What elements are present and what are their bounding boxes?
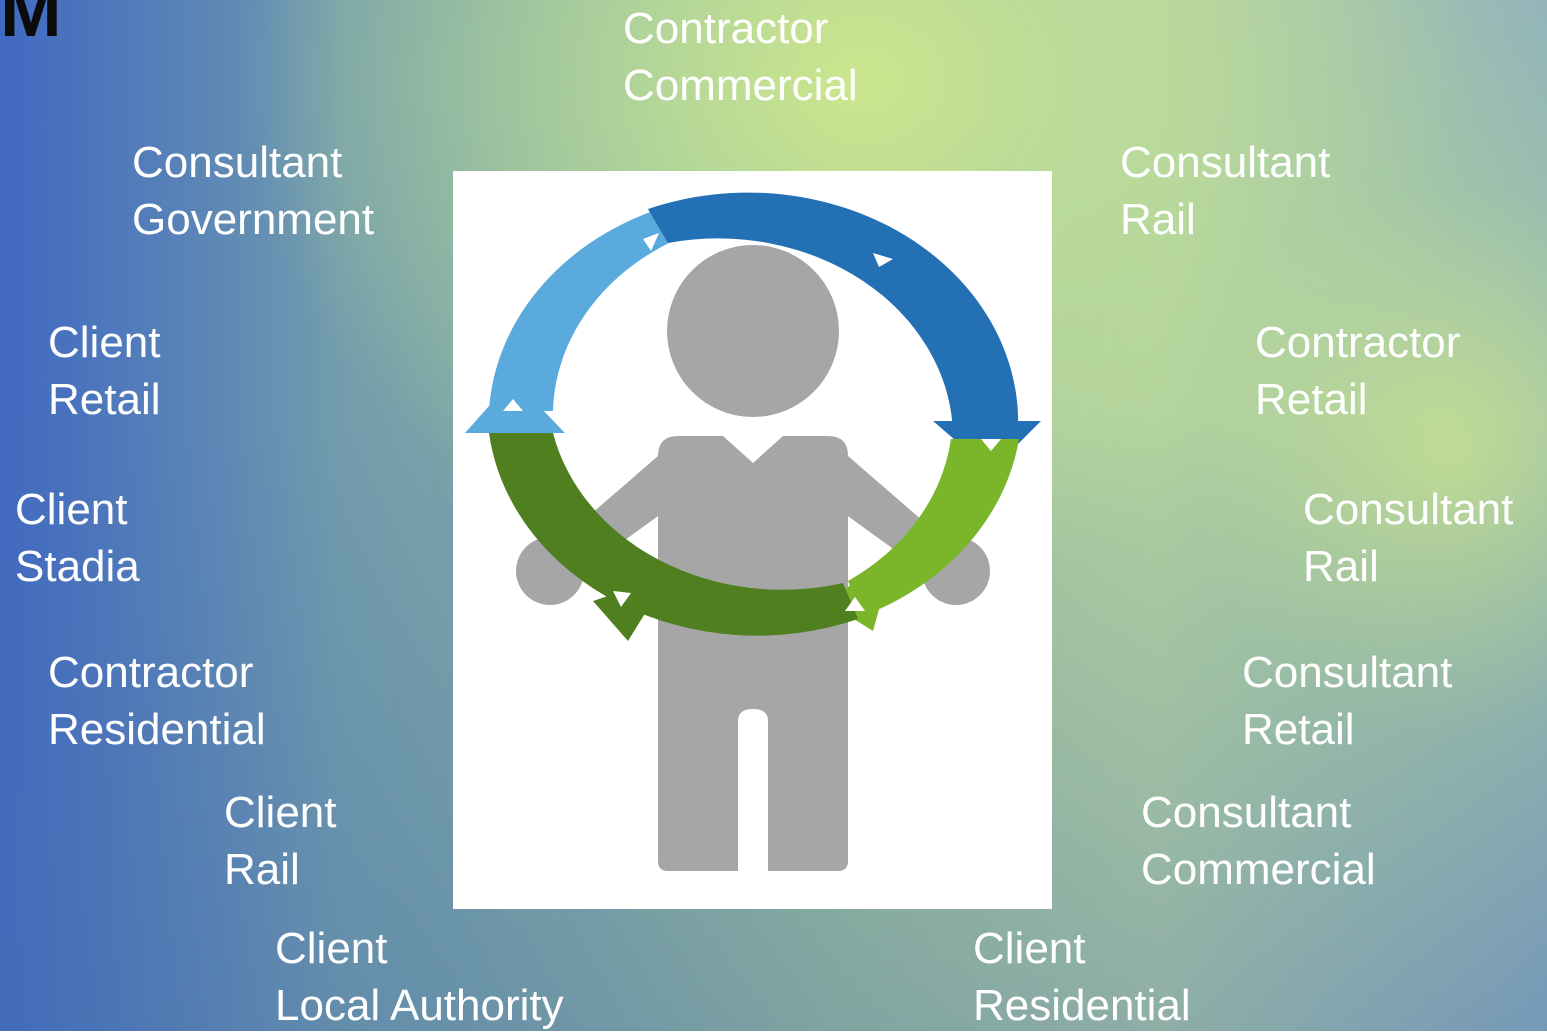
arc-blue-light-arrow bbox=[489, 211, 673, 411]
label-role: Client bbox=[973, 924, 1086, 973]
chevron-icon bbox=[503, 399, 523, 411]
cycle-arrows bbox=[465, 192, 1041, 641]
label-sector: Residential bbox=[973, 981, 1191, 1030]
arrowhead-icon bbox=[825, 559, 893, 631]
label-consultant-rail-top: Consultant Rail bbox=[1120, 134, 1330, 248]
arrowhead-icon bbox=[593, 576, 668, 641]
label-sector: Retail bbox=[1255, 375, 1368, 424]
person-cycle-illustration bbox=[453, 171, 1052, 909]
label-sector: Residential bbox=[48, 705, 266, 754]
label-contractor-retail: Contractor Retail bbox=[1255, 314, 1460, 428]
label-client-residential: Client Residential bbox=[973, 920, 1191, 1034]
label-consultant-government: Consultant Government bbox=[132, 134, 374, 248]
label-consultant-commercial: Consultant Commercial bbox=[1141, 784, 1376, 898]
label-role: Client bbox=[15, 485, 128, 534]
label-sector: Rail bbox=[224, 845, 300, 894]
label-sector: Local Authority bbox=[275, 981, 564, 1030]
arc-green-light-arrow bbox=[848, 439, 1019, 616]
label-sector: Rail bbox=[1303, 542, 1379, 591]
label-role: Consultant bbox=[1141, 788, 1352, 837]
label-role: Contractor bbox=[623, 4, 829, 53]
logo: M bbox=[0, 0, 64, 52]
label-sector: Commercial bbox=[623, 61, 858, 110]
label-client-retail: Client Retail bbox=[48, 314, 161, 428]
label-role: Consultant bbox=[1242, 648, 1453, 697]
label-role: Client bbox=[275, 924, 388, 973]
label-sector: Commercial bbox=[1141, 845, 1376, 894]
label-role: Consultant bbox=[132, 138, 343, 187]
label-role: Contractor bbox=[48, 648, 254, 697]
label-contractor-commercial: Contractor Commercial bbox=[623, 0, 858, 114]
label-sector: Government bbox=[132, 195, 375, 244]
label-consultant-retail: Consultant Retail bbox=[1242, 644, 1452, 758]
label-sector: Stadia bbox=[15, 542, 140, 591]
label-role: Client bbox=[224, 788, 337, 837]
arc-blue-dark-arrow bbox=[648, 192, 1019, 433]
label-consultant-rail-right: Consultant Rail bbox=[1303, 481, 1513, 595]
chevron-icon bbox=[981, 439, 1001, 451]
label-role: Contractor bbox=[1255, 318, 1461, 367]
label-sector: Rail bbox=[1120, 195, 1196, 244]
chevron-icon bbox=[873, 253, 893, 267]
label-sector: Retail bbox=[48, 375, 161, 424]
chevron-icon bbox=[845, 597, 865, 611]
label-role: Client bbox=[48, 318, 161, 367]
arc-green-dark-arrow bbox=[489, 433, 858, 636]
label-sector: Retail bbox=[1242, 705, 1355, 754]
label-contractor-residential: Contractor Residential bbox=[48, 644, 266, 758]
label-client-stadia: Client Stadia bbox=[15, 481, 140, 595]
label-client-local-authority: Client Local Authority bbox=[275, 920, 564, 1034]
label-client-rail: Client Rail bbox=[224, 784, 337, 898]
chevron-icon bbox=[643, 233, 659, 251]
label-role: Consultant bbox=[1303, 485, 1514, 534]
label-role: Consultant bbox=[1120, 138, 1331, 187]
person-cycle-svg bbox=[465, 192, 1041, 871]
chevron-icon bbox=[613, 591, 631, 607]
